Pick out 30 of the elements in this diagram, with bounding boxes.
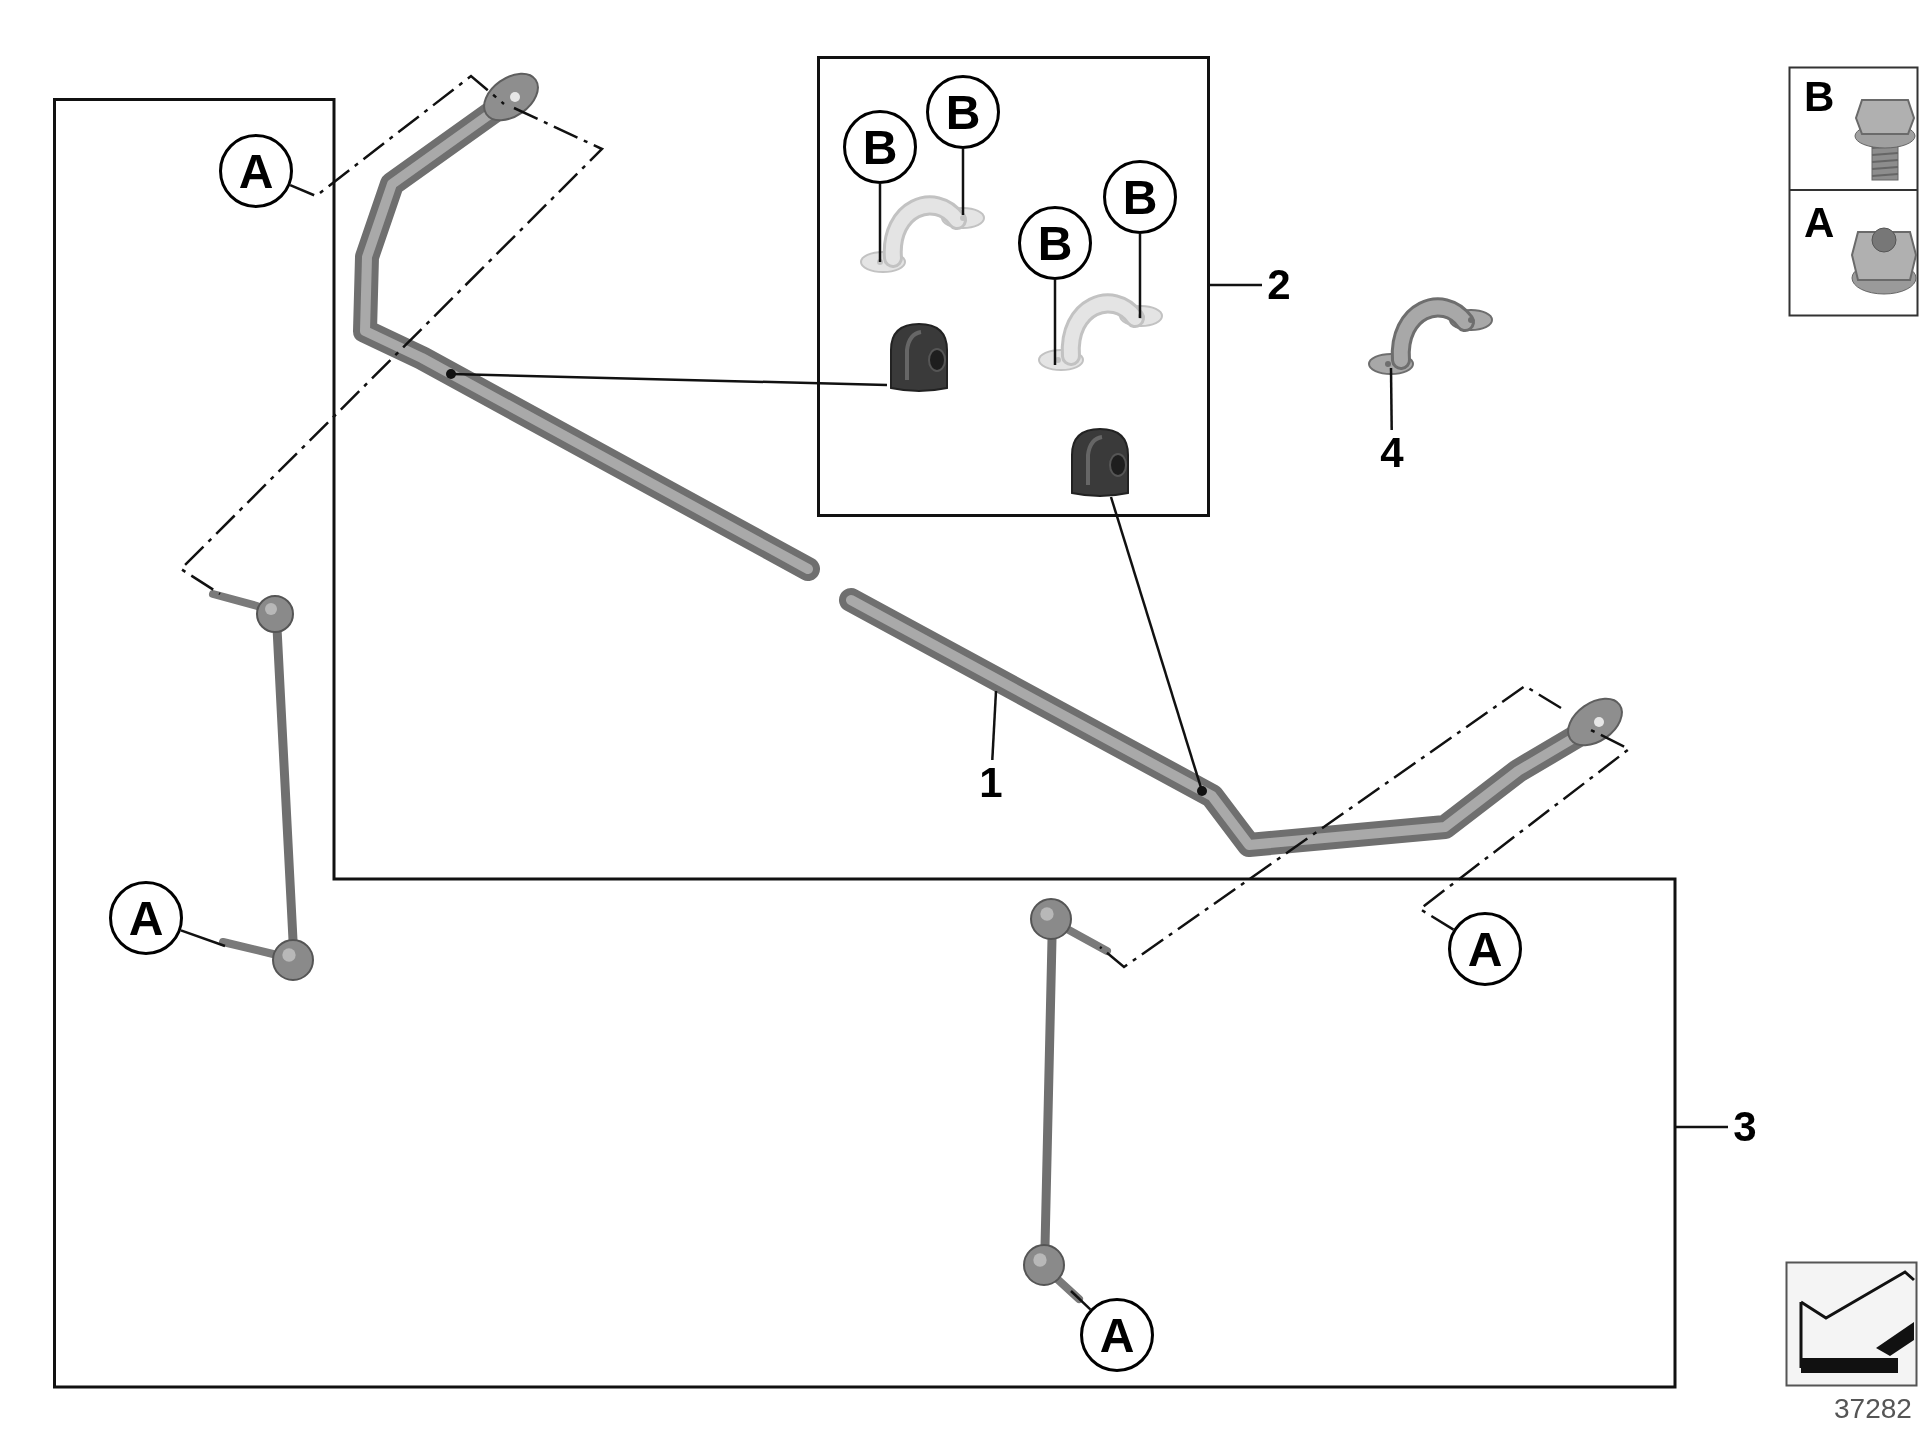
callout-letter: B <box>1018 206 1092 280</box>
diagram-number: 37282 <box>1834 1393 1912 1425</box>
table-row-label: A <box>1804 200 1835 246</box>
leader-line <box>878 184 882 262</box>
callout-letter: A <box>1080 1298 1154 1372</box>
leader-line <box>1675 1125 1728 1129</box>
callout-letter: B <box>1103 160 1177 234</box>
callout-number: 3 <box>1728 1104 1762 1150</box>
table-row-label: B <box>1804 74 1835 120</box>
leader-line <box>1209 283 1262 287</box>
callout-letter: A <box>109 881 183 955</box>
callout-number: 1 <box>976 760 1006 806</box>
dash-dot-line <box>289 74 505 198</box>
leader-line <box>446 369 888 387</box>
leader-line <box>961 149 965 215</box>
callout-letter: B <box>926 75 1000 149</box>
leader-line <box>1109 496 1207 796</box>
leader-line <box>1070 1290 1092 1311</box>
leader-line <box>180 929 226 948</box>
leader-line <box>1138 234 1142 318</box>
callout-letter: B <box>843 110 917 184</box>
callout-number: 4 <box>1377 430 1407 476</box>
callout-letter: A <box>1448 912 1522 986</box>
callout-letter: A <box>219 134 293 208</box>
dash-dot-line <box>1099 684 1562 969</box>
leader-line <box>1053 280 1057 365</box>
callout-number: 2 <box>1262 262 1296 308</box>
leader-line <box>991 690 998 761</box>
leader-line <box>1389 368 1393 430</box>
dash-dot-line <box>179 106 605 596</box>
